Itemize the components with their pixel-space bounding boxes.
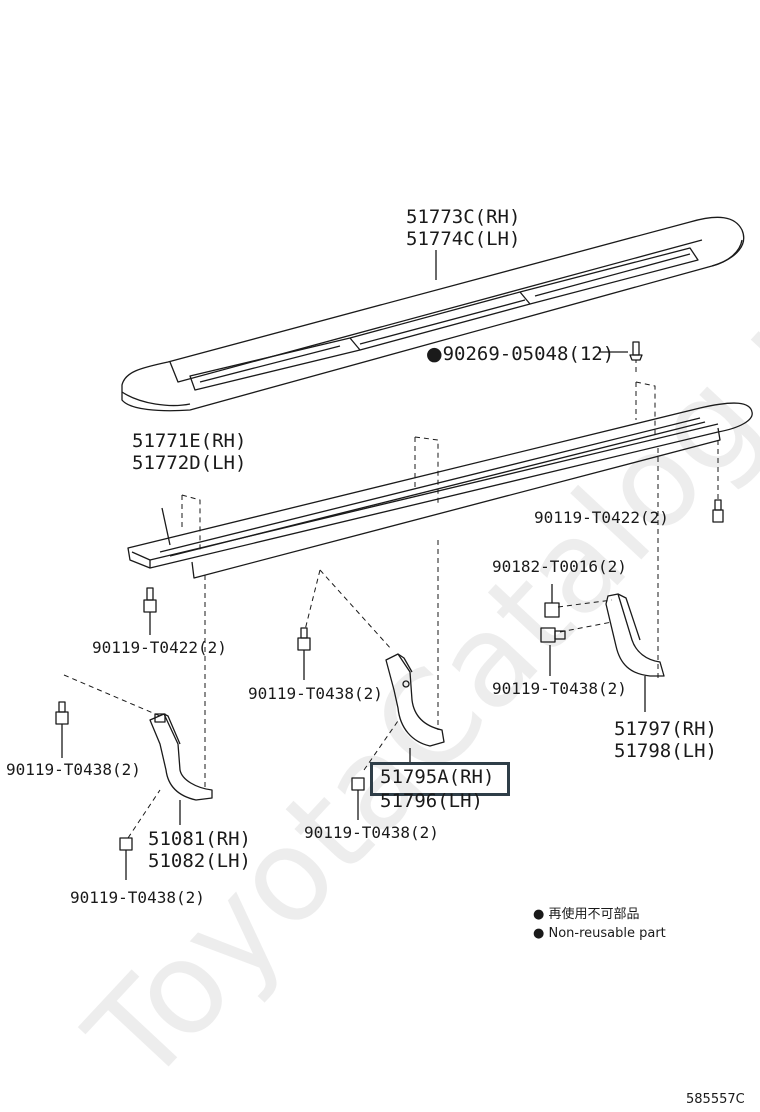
bracket-center-part[interactable] xyxy=(385,653,445,765)
label-step-rh: 51771E(RH) xyxy=(132,430,247,452)
label-clip: ●90269-05048(12) xyxy=(426,343,614,365)
label-bolt-right-upper: 90119-T0422(2) xyxy=(534,508,669,527)
bolt-center-upper-part[interactable] xyxy=(297,627,311,680)
clip-part[interactable] xyxy=(600,341,643,361)
label-bracket-right-lh: 51798(LH) xyxy=(614,740,717,762)
legend-item-en: ● Non-reusable part xyxy=(533,925,666,943)
label-bolt-center-upper: 90119-T0438(2) xyxy=(248,684,383,703)
bolt-left-bracket-part[interactable] xyxy=(55,701,69,758)
legend-text-jp: 再使用不可部品 xyxy=(548,907,640,922)
label-clip-text: 90269-05048(12) xyxy=(442,343,615,365)
label-nut: 90182-T0016(2) xyxy=(492,557,627,576)
bolt-right-bracket-part[interactable] xyxy=(540,627,566,676)
label-bolt-left-upper: 90119-T0422(2) xyxy=(92,638,227,657)
label-bracket-center-rh[interactable]: 51795A(RH) xyxy=(380,766,495,788)
label-step-cover-lh: 51774C(LH) xyxy=(406,228,521,250)
bracket-right-part[interactable] xyxy=(605,593,665,712)
label-step-cover-rh: 51773C(RH) xyxy=(406,206,521,228)
bolt-left-upper-part[interactable] xyxy=(143,587,157,635)
label-step-lh: 51772D(LH) xyxy=(132,452,247,474)
label-bolt-center-lower: 90119-T0438(2) xyxy=(304,823,439,842)
label-bracket-left-rh: 51081(RH) xyxy=(148,828,251,850)
bracket-left-part[interactable] xyxy=(149,713,213,825)
bolt-right-upper-part[interactable] xyxy=(712,499,724,523)
label-bracket-right-rh: 51797(RH) xyxy=(614,718,717,740)
nut-part[interactable] xyxy=(544,584,560,618)
label-bracket-left-lh: 51082(LH) xyxy=(148,850,251,872)
label-bolt-right-bracket: 90119-T0438(2) xyxy=(492,679,627,698)
legend-text-en: Non-reusable part xyxy=(548,926,666,941)
bolt-left-lower-part[interactable] xyxy=(119,837,133,880)
bolt-center-lower-part[interactable] xyxy=(351,777,365,820)
label-bracket-center-lh: 51796(LH) xyxy=(380,790,483,812)
non-reusable-dot-icon: ● xyxy=(426,343,443,365)
legend-dot-icon: ● xyxy=(533,907,545,922)
legend-dot-icon: ● xyxy=(533,926,545,941)
label-bolt-left-lower: 90119-T0438(2) xyxy=(70,888,205,907)
label-bolt-left-bracket: 90119-T0438(2) xyxy=(6,760,141,779)
step-cover-part[interactable] xyxy=(121,216,745,412)
diagram-code: 585557C xyxy=(686,1092,745,1107)
highlight-box xyxy=(370,762,510,796)
legend-item-jp: ● 再使用不可部品 xyxy=(533,906,640,924)
